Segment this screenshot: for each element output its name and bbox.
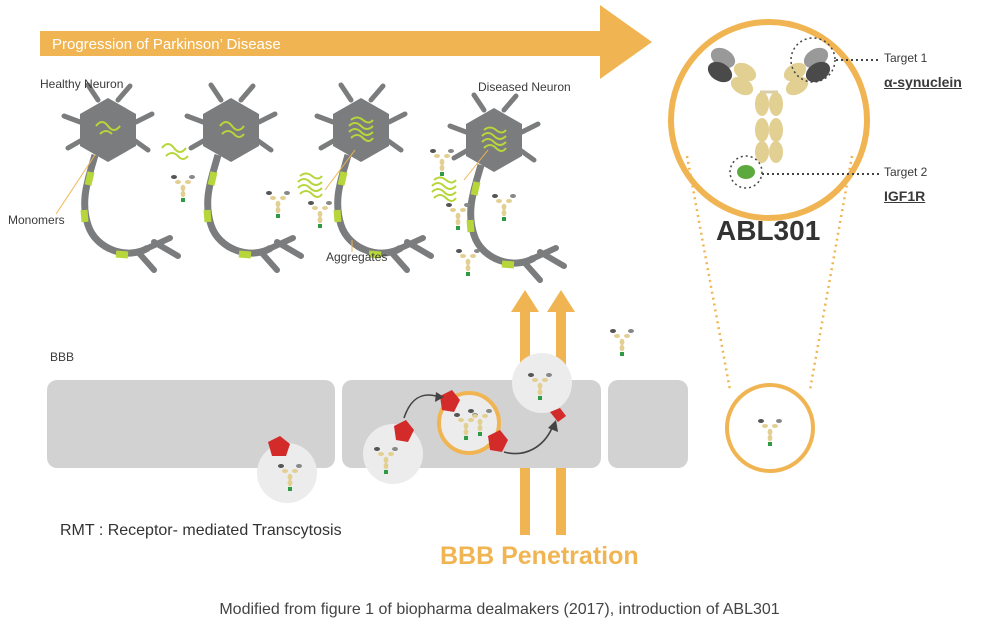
monomers-label: Monomers [8, 213, 65, 227]
bbb-label: BBB [50, 350, 75, 364]
aggregates-label: Aggregates [326, 250, 388, 264]
aggregate [297, 172, 323, 198]
target1-name: α-synuclein [884, 74, 962, 90]
healthy-neuron-label: Healthy Neuron [40, 77, 124, 91]
transport-arrow [403, 394, 437, 419]
antibody [446, 203, 470, 230]
zoom-line [808, 155, 854, 391]
rmt-label: RMT : Receptor- mediated Transcytosis [60, 522, 342, 539]
neuron-1 [64, 85, 178, 270]
receptor-complex-2 [363, 420, 423, 484]
figure-caption: Modified from figure 1 of biopharma deal… [219, 601, 780, 618]
receptor-complex-1 [257, 436, 317, 503]
antibody [492, 194, 516, 221]
transport-arrow [503, 427, 553, 455]
target1-ring [790, 37, 836, 83]
free-monomers [161, 143, 189, 160]
target2-name: IGF1R [884, 188, 926, 204]
target2-ring [729, 155, 763, 189]
antibody [308, 201, 332, 228]
monomers-pointer [55, 154, 96, 215]
abl301-small-circle [725, 383, 815, 473]
neuron-4 [450, 95, 564, 280]
drug-name: ABL301 [716, 215, 821, 246]
abl301-zoom-circle [668, 19, 870, 221]
released-antibody [512, 353, 572, 422]
antibody [171, 175, 195, 202]
abl301-antibody [707, 47, 831, 179]
transcytosis-vesicle [437, 390, 508, 455]
diseased-neuron-label: Diseased Neuron [478, 80, 571, 94]
bbb-penetration-label: BBB Penetration [440, 542, 639, 570]
antibody [266, 191, 290, 218]
neuron-2 [187, 85, 301, 270]
progression-arrow [40, 5, 652, 79]
antibody [610, 329, 634, 356]
zoom-line [685, 155, 732, 391]
antibody [430, 149, 454, 176]
target1-label: Target 1 [884, 51, 928, 65]
progression-label: Progression of Parkinson’ Disease [52, 36, 281, 53]
aggregate [431, 176, 457, 202]
antibody [456, 249, 480, 276]
target2-label: Target 2 [884, 165, 928, 179]
